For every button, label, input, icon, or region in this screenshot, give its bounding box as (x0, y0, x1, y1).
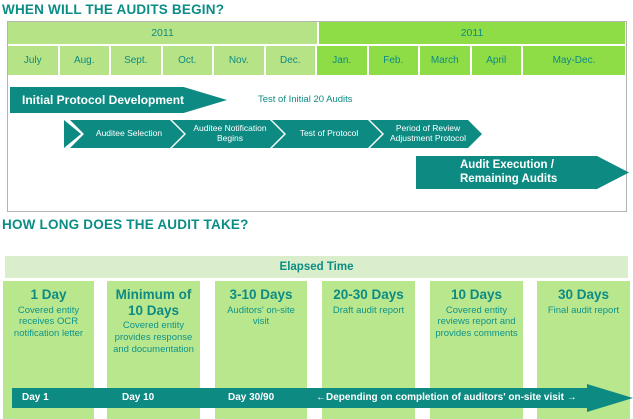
month-cell: Feb. (368, 46, 418, 75)
phase-duration: Minimum of 10 Days (115, 287, 192, 318)
chevron-period-of-review: Period of Review Adjustment Protocol (370, 120, 482, 148)
phase-desc: Draft audit report (332, 304, 405, 316)
phase-desc: Covered entity receives OCR notification… (13, 304, 84, 340)
elapsed-time-band: Elapsed Time (5, 256, 628, 278)
test-of-initial-audits-note: Test of Initial 20 Audits (258, 94, 353, 105)
month-cell: Jan. (317, 46, 367, 75)
month-cell: Dec. (265, 46, 315, 75)
day-label-1: Day 1 (22, 392, 49, 403)
phase-desc: Auditors' on-site visit (227, 304, 295, 328)
phase-duration: 20-30 Days (333, 287, 404, 302)
calendar-month-row: July Aug. Sept. Oct. Nov. Dec. Jan. Feb.… (8, 46, 625, 75)
day-label-10: Day 10 (122, 392, 155, 403)
audit-execution-line1: Audit Execution / (460, 158, 554, 171)
month-cell: Oct. (162, 46, 212, 75)
audit-execution-line2: Remaining Audits (460, 172, 558, 185)
phase-duration: 10 Days (450, 287, 503, 302)
phase-duration: 3-10 Days (229, 287, 293, 302)
phase-duration: 30 Days (557, 287, 610, 302)
month-cell: Aug. (59, 46, 109, 75)
month-cell: Nov. (214, 46, 264, 75)
year-2011-left: 2011 (8, 22, 317, 44)
day-label-30-90: Day 30/90 (228, 392, 275, 403)
day-timeline-arrowhead-icon (587, 384, 633, 412)
audit-execution-arrow: Audit Execution / Remaining Audits (416, 156, 629, 189)
initial-protocol-arrow: Initial Protocol Development (10, 87, 227, 113)
month-cell: May-Dec. (523, 46, 625, 75)
month-cell: April (471, 46, 521, 75)
month-cell: Sept. (111, 46, 161, 75)
phase-desc: Covered entity provides response and doc… (113, 320, 194, 355)
chevron-auditee-selection: Auditee Selection (70, 120, 184, 148)
month-cell: July (8, 46, 58, 75)
month-cell: March (420, 46, 470, 75)
chevron-auditee-notification: Auditee Notification Begins (172, 120, 284, 148)
section1-title: WHEN WILL THE AUDITS BEGIN? (2, 2, 225, 17)
phase-desc: Final audit report (547, 304, 620, 316)
calendar-year-row: 2011 2011 (8, 22, 625, 44)
section2-title: HOW LONG DOES THE AUDIT TAKE? (2, 217, 249, 232)
day-timeline-bar: Day 1 Day 10 Day 30/90 ←Depending on com… (12, 388, 587, 408)
day-label-depends: ←Depending on completion of auditors' on… (316, 392, 577, 403)
chevron-test-of-protocol: Test of Protocol (272, 120, 382, 148)
phase-desc: Covered entity reviews report and provid… (435, 304, 518, 340)
phase-duration: 1 Day (30, 287, 67, 302)
year-2011-right: 2011 (319, 22, 625, 44)
